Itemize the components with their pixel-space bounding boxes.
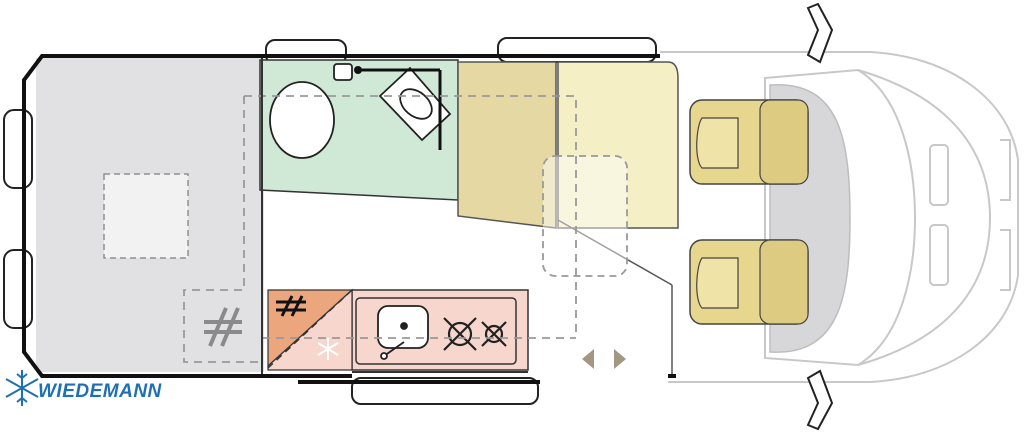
cab-outline [660,51,1019,383]
heater-grill-icon [276,295,306,317]
brand-logo: WIEDEMANN [38,381,162,402]
left-right-arrows-icon [582,349,626,369]
bench-seat-light [557,61,679,229]
rear-wheel-arches [3,109,33,329]
dining-table [542,155,628,277]
washbasin-icon [378,66,452,142]
upper-dashed-outline [183,95,577,363]
table-pole [557,219,673,286]
side-windows-bottom [351,377,539,405]
bed-hatch [103,173,189,259]
stove-burner-icon [443,317,507,351]
bench-seat-dark [457,61,557,229]
passenger-seat [689,239,809,325]
toilet-icon [269,63,353,159]
side-mirrors [806,2,834,431]
body-outline [22,54,660,378]
rear-heater-icon [204,307,242,347]
snowflake-fridge-icon [317,338,339,360]
snowflake-logo-icon [5,370,39,406]
driver-seat [689,99,809,185]
